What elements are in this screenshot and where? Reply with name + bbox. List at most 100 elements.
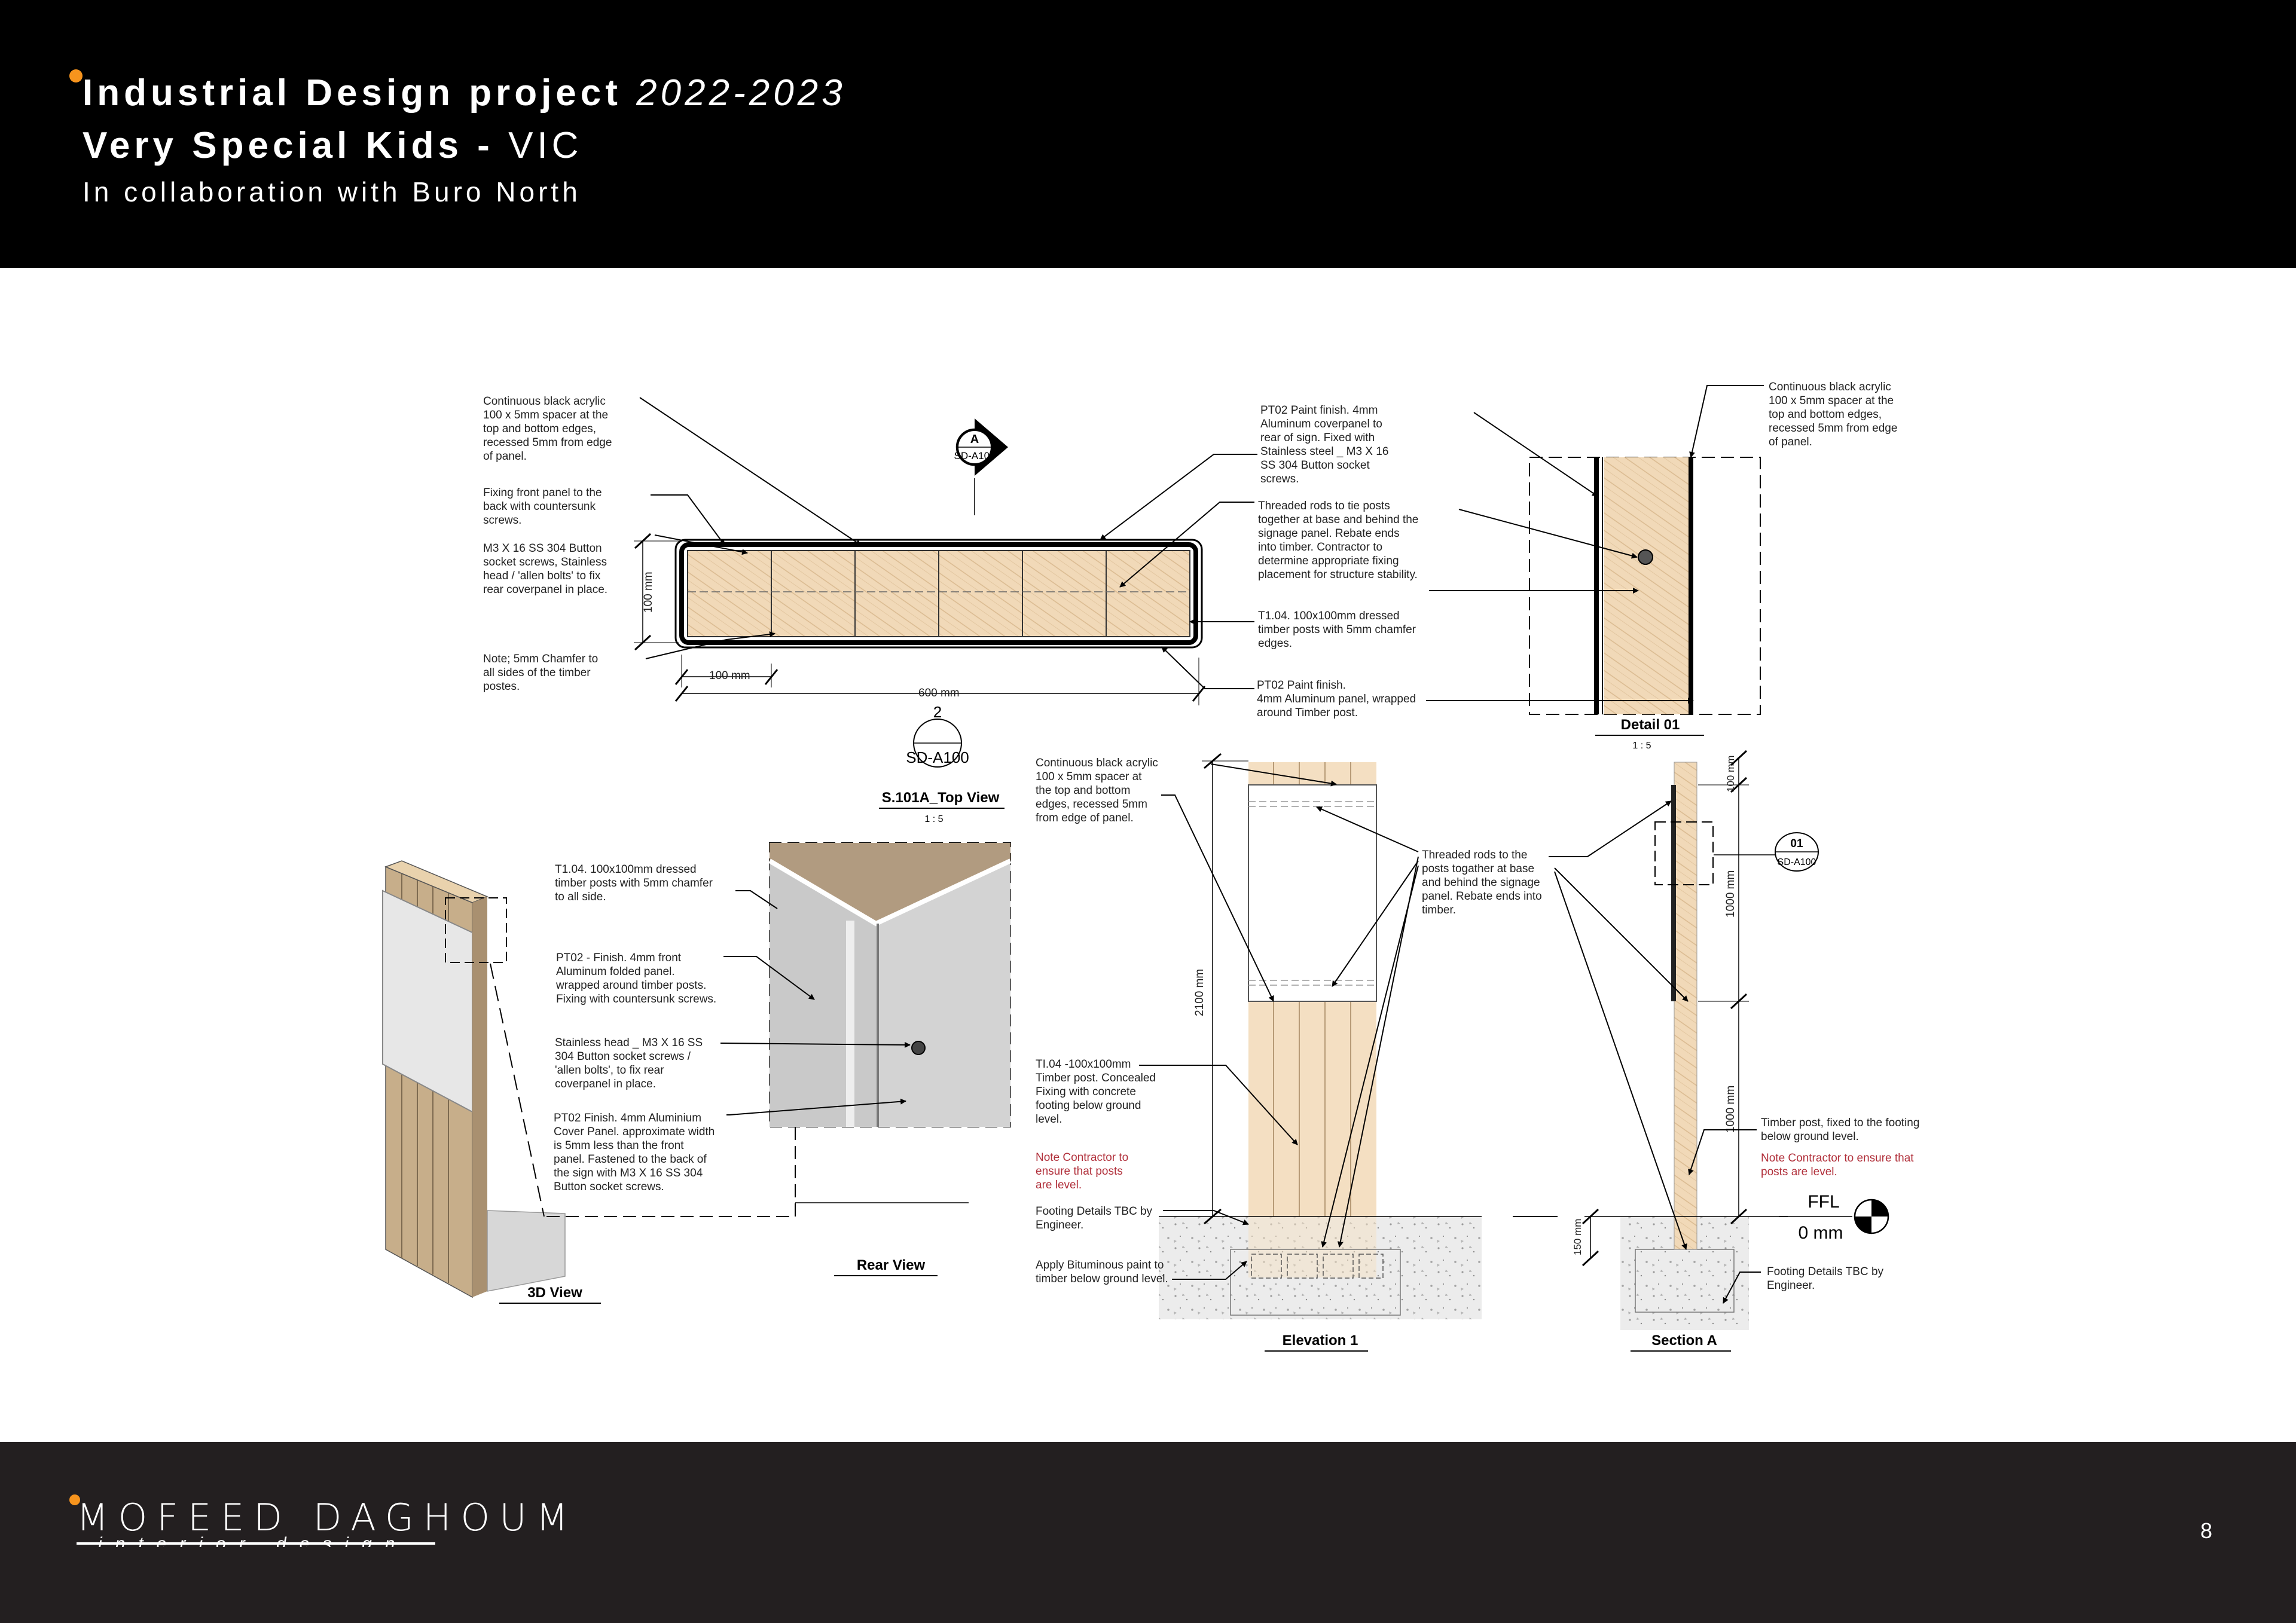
logo-name: MOFEED DAGHOUM xyxy=(77,1496,578,1539)
note-line: Fixing with countersunk screws. xyxy=(556,993,716,1005)
note-line: top and bottom edges, xyxy=(1769,408,1882,421)
leader-elev-acrylic xyxy=(1210,763,1337,787)
leader-rear-t104 xyxy=(735,890,778,909)
note-line: edges. xyxy=(1258,637,1292,650)
3d-posts-right xyxy=(472,897,487,1297)
note-line: is 5mm less than the front xyxy=(554,1139,684,1152)
leader-detail-pt02 xyxy=(1473,412,1598,497)
note-line: Aluminum coverpanel to xyxy=(1260,418,1382,430)
note-line: Continuous black acrylic xyxy=(1769,381,1891,393)
project-client: Very Special Kids - xyxy=(83,125,494,166)
post-4 xyxy=(938,550,1023,637)
note-line: timber posts with 5mm chamfer xyxy=(555,877,713,890)
note-line: Aluminum folded panel. xyxy=(556,965,675,978)
note-line: placement for structure stability. xyxy=(1258,568,1418,581)
note-line: Note Contractor to xyxy=(1036,1151,1128,1164)
note-line: together at base and behind the xyxy=(1258,514,1418,526)
post-5 xyxy=(1022,550,1107,637)
logo-accent-dot xyxy=(69,1494,80,1505)
note-line: Continuous black acrylic xyxy=(1036,757,1158,769)
sec-dim-bottom-tick xyxy=(1730,1208,1748,1225)
note-line: Fixing with concrete xyxy=(1036,1086,1136,1098)
project-title-text: Industrial Design project xyxy=(83,72,622,114)
top-view-title: S.101A_Top View xyxy=(882,790,1000,806)
sec-title: Section A xyxy=(1651,1332,1717,1349)
rear-socket-screw xyxy=(911,1041,926,1055)
note-line: Note; 5mm Chamfer to xyxy=(483,653,598,665)
note-line: timber posts with 5mm chamfer xyxy=(1258,623,1416,636)
note-line: determine appropriate fixing xyxy=(1258,555,1399,567)
note-line: signage panel. Rebate ends xyxy=(1258,527,1400,540)
note-line: back with countersunk xyxy=(483,500,596,513)
note-line: rear of sign. Fixed with xyxy=(1260,432,1375,444)
note-line: Stainless steel _ M3 X 16 xyxy=(1260,445,1388,458)
note-line: recessed 5mm from edge xyxy=(483,436,612,449)
leader-rear-pt02 xyxy=(723,956,815,1000)
leader-rear-pt02b xyxy=(726,1098,906,1115)
project-subtitle: Very Special Kids - VIC xyxy=(83,124,582,167)
note-top-rods: Threaded rods to tie posts together at ba… xyxy=(1258,500,1418,581)
note-line: Timber post. Concealed xyxy=(1036,1072,1156,1084)
leader-elev-rods-4 xyxy=(1321,865,1419,1248)
note-line: TI.04 -100x100mm xyxy=(1036,1058,1131,1071)
note-line: screws. xyxy=(1260,473,1299,485)
elev-rod-slot-4 xyxy=(1358,1254,1384,1279)
elev-title: Elevation 1 xyxy=(1283,1332,1358,1349)
leader-sec-rods-3 xyxy=(1554,867,1689,1002)
view-ref-sheet: SD-A100 xyxy=(906,748,969,766)
rear-view-title: Rear View xyxy=(857,1257,926,1273)
detail-acrylic-right xyxy=(1689,457,1693,714)
leader-top-chamfer xyxy=(645,631,775,659)
leader-rear-stainless xyxy=(720,1041,911,1048)
dim-height-label: 100 mm xyxy=(642,571,655,613)
3d-view: 3D View xyxy=(382,860,601,1304)
sec-dim-150-tick-b xyxy=(1581,1250,1599,1267)
note-line: SS 304 Button socket xyxy=(1260,459,1370,472)
rear-top-surface xyxy=(770,843,1010,924)
leader-top-fixing xyxy=(651,494,725,546)
note-line: Apply Bituminous paint to xyxy=(1036,1259,1164,1271)
note-line: coverpanel in place. xyxy=(555,1078,656,1090)
3d-detail-frame xyxy=(445,897,507,963)
post-1 xyxy=(687,550,772,637)
note-line: Cover Panel. approximate width xyxy=(554,1126,715,1138)
leader-elev-rods-3 xyxy=(1332,860,1419,987)
note-line: Footing Details TBC by xyxy=(1036,1205,1153,1218)
note-line: Engineer. xyxy=(1767,1279,1815,1292)
note-line: the sign with M3 X 16 SS 304 xyxy=(554,1167,703,1179)
note-line: wrapped around timber posts. xyxy=(555,979,706,992)
note-line: Threaded rods to tie posts xyxy=(1258,500,1390,512)
dim-600-label: 600 mm xyxy=(918,687,960,699)
note-line: of panel. xyxy=(483,450,527,463)
leader-top-pt02a xyxy=(1100,454,1257,540)
ffl-label: FFL xyxy=(1808,1192,1839,1212)
sec-dim-150-label: 150 mm xyxy=(1572,1219,1583,1255)
leader-elev-bitumen xyxy=(1172,1261,1247,1280)
note-line: Engineer. xyxy=(1036,1219,1083,1231)
ffl-level: 0 mm xyxy=(1799,1223,1843,1243)
note-line: Continuous black acrylic xyxy=(483,395,606,408)
sec-dim-1000-top-label: 1000 mm xyxy=(1724,870,1737,918)
collaboration-line: In collaboration with Buro North xyxy=(83,176,581,207)
leader-sec-footing xyxy=(1723,1271,1761,1304)
note-line: all sides of the timber xyxy=(483,667,591,679)
note-line: M3 X 16 SS 304 Button xyxy=(483,542,602,555)
top-view-scale: 1 : 5 xyxy=(924,814,943,824)
elev-rod-slot-1 xyxy=(1251,1254,1282,1279)
elev-rod-slot-2 xyxy=(1287,1254,1318,1279)
section-marker-sheet: SD-A100 xyxy=(954,450,996,461)
note-line: posts togather at base xyxy=(1422,863,1534,875)
detail-acrylic-left xyxy=(1594,457,1599,714)
note-line: panel. Rebate ends into xyxy=(1422,890,1542,903)
project-state: VIC xyxy=(508,125,583,166)
